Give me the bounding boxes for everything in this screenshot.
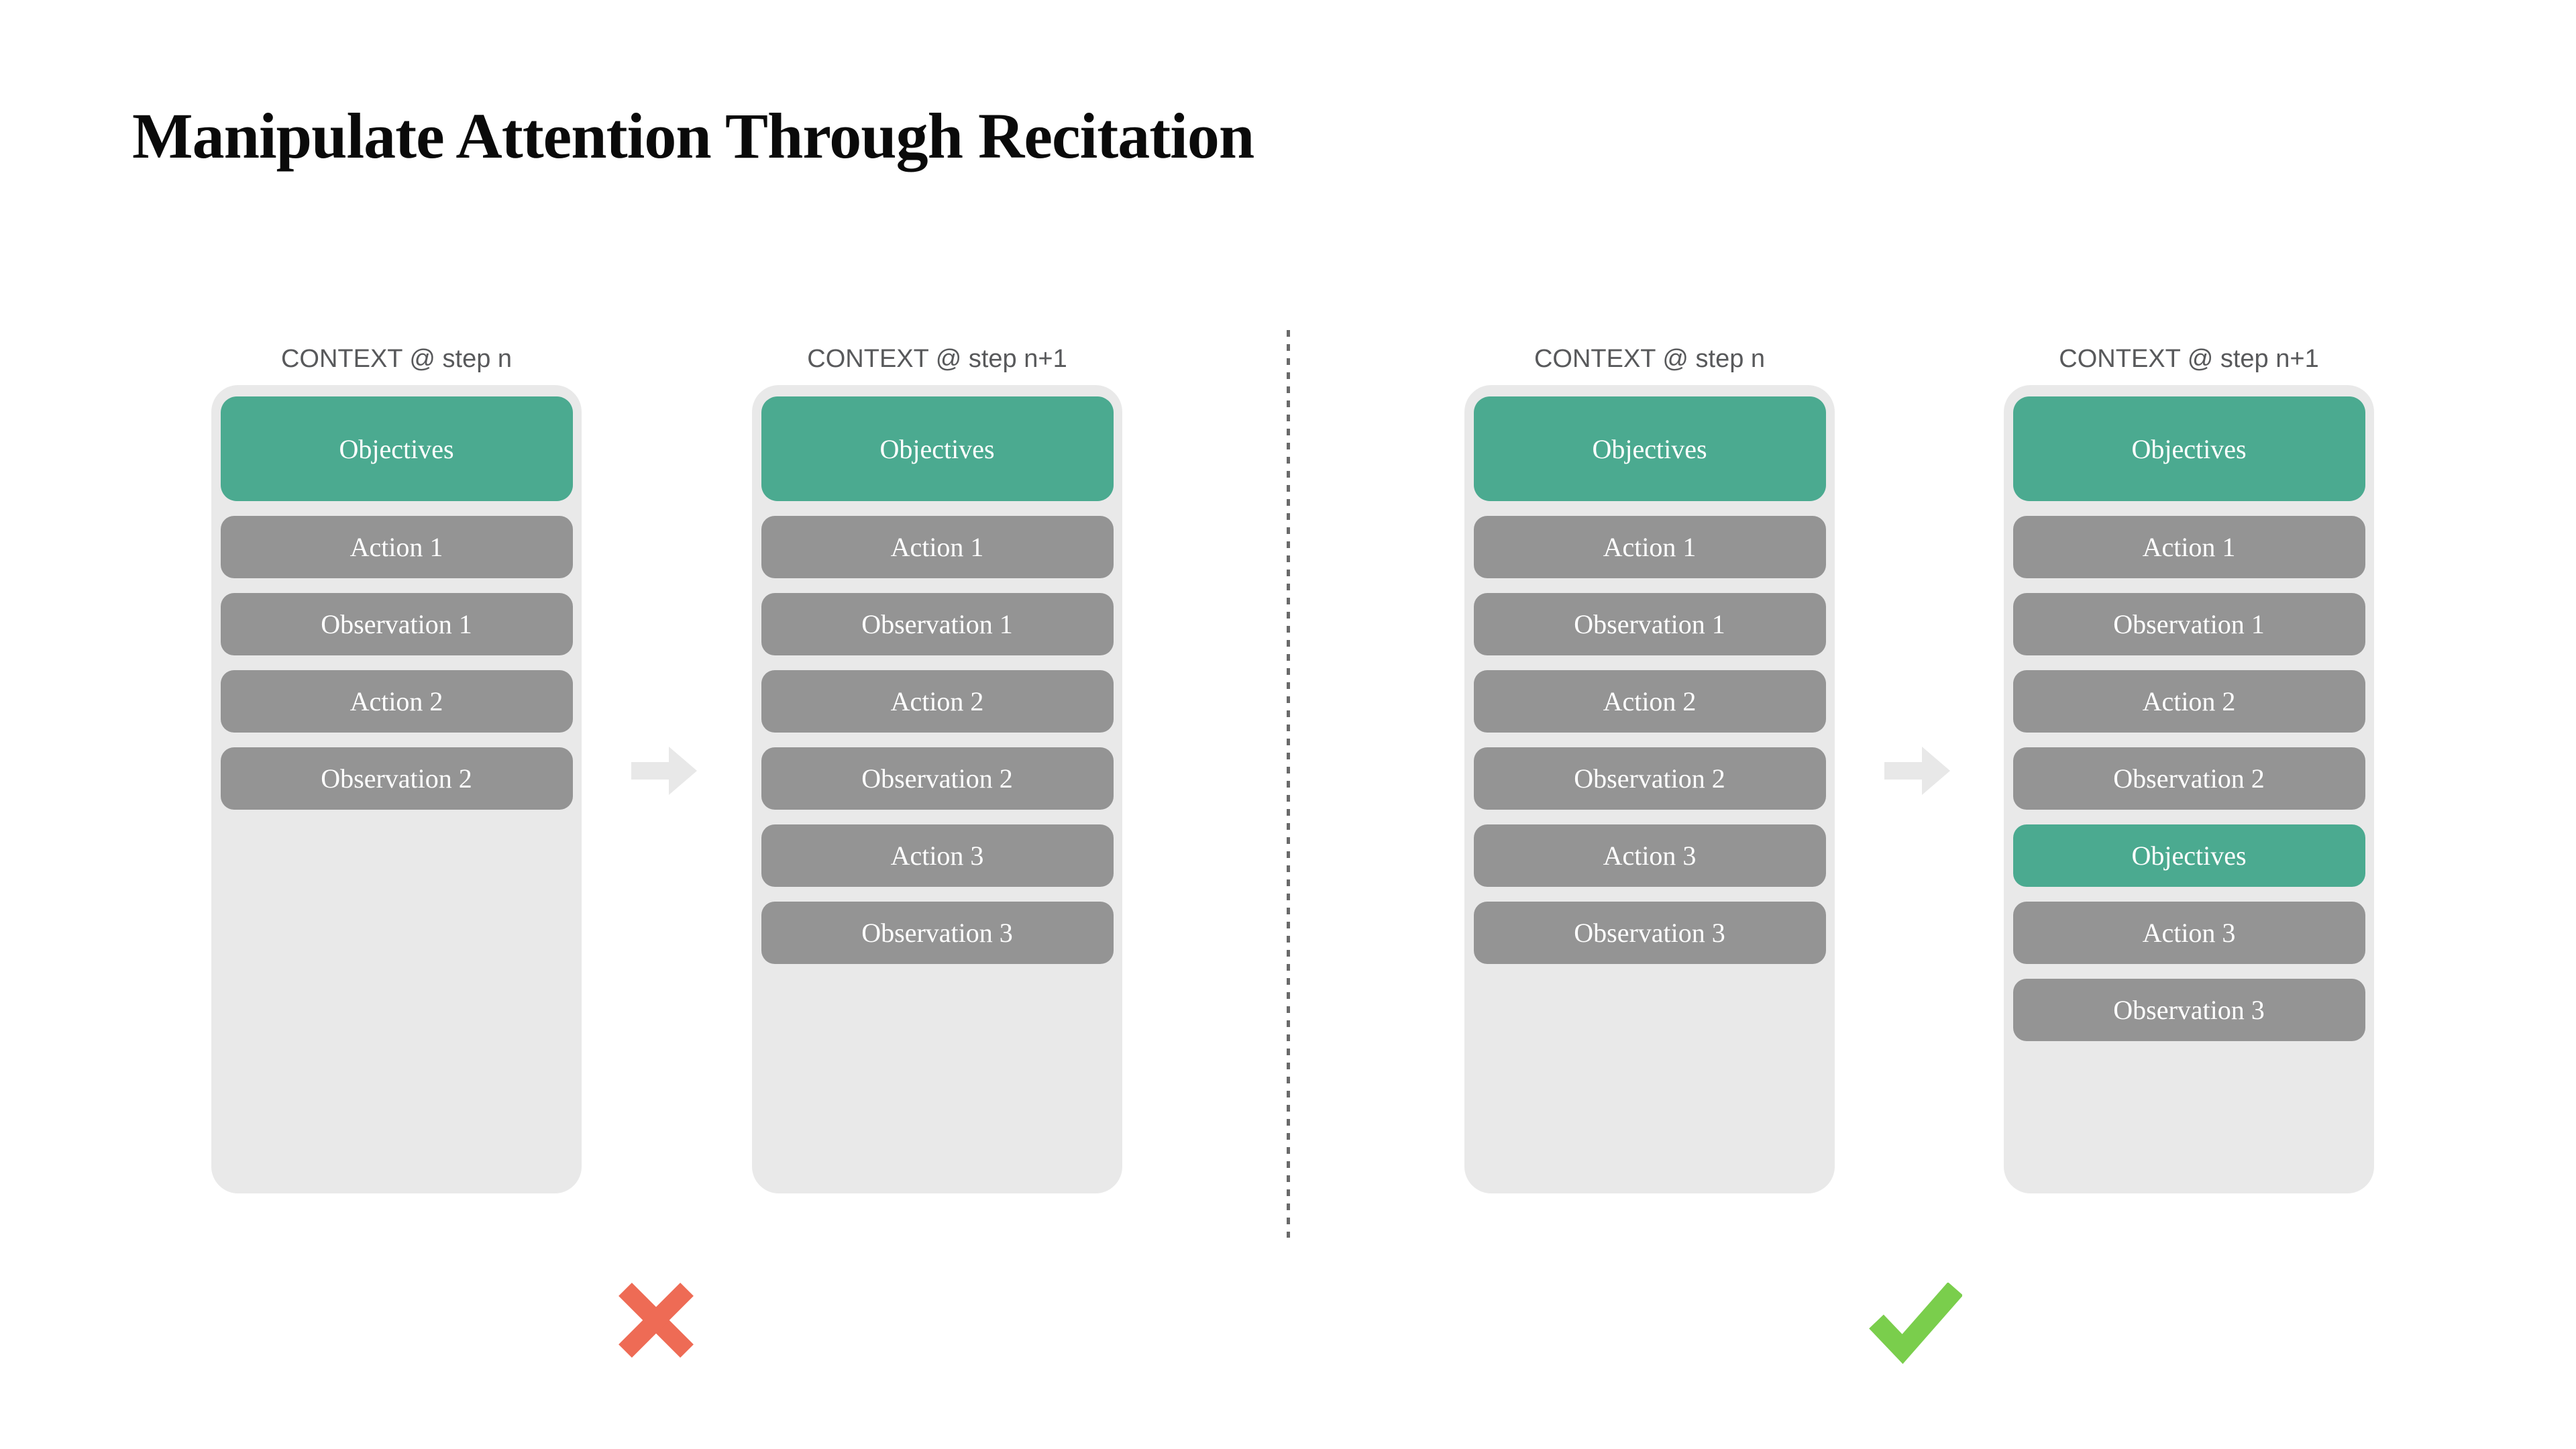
cross-stroke xyxy=(619,1283,694,1358)
context-block-action-2: Action 2 xyxy=(761,670,1114,733)
context-block-objectives: Objectives xyxy=(220,396,573,501)
context-block-action-2: Action 2 xyxy=(1473,670,1826,733)
context-block-action-3: Action 3 xyxy=(761,824,1114,887)
arrow-right-shape xyxy=(1884,747,1950,795)
context-block-observation-1: Observation 1 xyxy=(2012,593,2365,655)
context-block-observation-3: Observation 3 xyxy=(2012,979,2365,1041)
cross-icon xyxy=(619,1283,694,1358)
context-block-action-1: Action 1 xyxy=(1473,516,1826,578)
context-block-action-3: Action 3 xyxy=(1473,824,1826,887)
context-block-observation-1: Observation 1 xyxy=(1473,593,1826,655)
context-block-objectives: Objectives xyxy=(761,396,1114,501)
context-block-action-2: Action 2 xyxy=(220,670,573,733)
context-block-observation-2: Observation 2 xyxy=(761,747,1114,810)
dashed-divider-line xyxy=(1287,330,1290,1238)
context-block-observation-1: Observation 1 xyxy=(761,593,1114,655)
context-block-observation-3: Observation 3 xyxy=(761,902,1114,964)
context-block-observation-2: Observation 2 xyxy=(220,747,573,810)
column-header: CONTEXT @ step n+1 xyxy=(807,345,1067,373)
arrow-right-icon xyxy=(1884,747,1950,795)
context-block-action-2: Action 2 xyxy=(2012,670,2365,733)
column-header: CONTEXT @ step n+1 xyxy=(2059,345,2319,373)
context-block-action-1: Action 1 xyxy=(2012,516,2365,578)
check-icon xyxy=(1869,1283,1962,1364)
context-block-objectives: Objectives xyxy=(1473,396,1826,501)
context-block-action-1: Action 1 xyxy=(761,516,1114,578)
context-block-objectives: Objectives xyxy=(2012,396,2365,501)
context-block-action-3: Action 3 xyxy=(2012,902,2365,964)
context-block-observation-3: Observation 3 xyxy=(1473,902,1826,964)
context-block-observation-1: Observation 1 xyxy=(220,593,573,655)
context-block-action-1: Action 1 xyxy=(220,516,573,578)
check-stroke xyxy=(1869,1283,1962,1364)
context-block-objectives: Objectives xyxy=(2012,824,2365,887)
arrow-right-shape xyxy=(631,747,697,795)
column-header: CONTEXT @ step n xyxy=(1534,345,1766,373)
context-block-observation-2: Observation 2 xyxy=(1473,747,1826,810)
context-block-observation-2: Observation 2 xyxy=(2012,747,2365,810)
arrow-right-icon xyxy=(631,747,697,795)
page-title: Manipulate Attention Through Recitation xyxy=(132,100,1254,172)
column-header: CONTEXT @ step n xyxy=(280,345,513,373)
